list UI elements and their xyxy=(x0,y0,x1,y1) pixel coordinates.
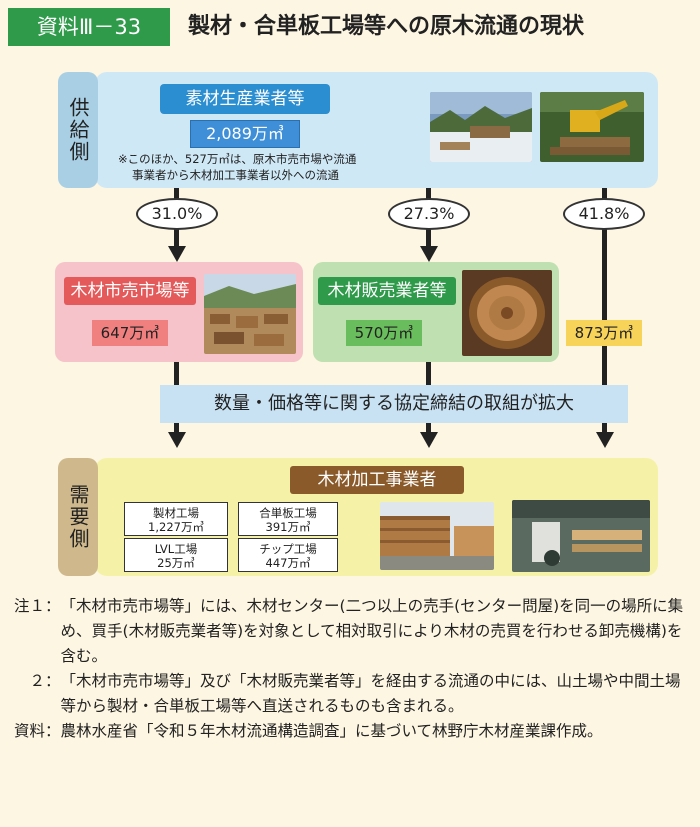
figure-title: 製材・合単板工場等への原木流通の現状 xyxy=(188,14,585,39)
agreement-banner: 数量・価格等に関する協定締結の取組が拡大 xyxy=(160,385,628,423)
arrow-direct xyxy=(602,188,607,433)
arrowhead-dealer-to-demand xyxy=(420,432,438,448)
log-crosssection-photo xyxy=(462,270,552,356)
note-2: ２： 「木材市売市場等」及び「木材販売業者等」を経由する流通の中には、山土場や中… xyxy=(14,672,681,715)
market-value: 647万㎥ xyxy=(92,320,168,346)
dealer-label: 木材販売業者等 xyxy=(318,277,456,305)
harvester-photo xyxy=(540,92,644,162)
arrowhead-to-dealer xyxy=(420,246,438,262)
sawmill-box: 製材工場 1,227万㎥ xyxy=(124,502,228,536)
demand-label: 木材加工事業者 xyxy=(290,466,464,494)
dealer-value: 570万㎥ xyxy=(346,320,422,346)
arrowhead-market-to-demand xyxy=(168,432,186,448)
lumber-stack-photo xyxy=(380,502,494,570)
figure-tag: 資料Ⅲ－33 xyxy=(8,8,170,46)
direct-value: 873万㎥ xyxy=(566,320,642,346)
pct-market: 31.0% xyxy=(136,198,218,230)
log-market-photo xyxy=(204,274,296,354)
mill-machinery-photo xyxy=(512,500,650,572)
supply-value: 2,089万㎥ xyxy=(190,120,300,148)
pct-dealer: 27.3% xyxy=(388,198,470,230)
note-source: 資料： 農林水産省「令和５年木材流通構造調査」に基づいて林野庁木材産業課作成。 xyxy=(14,722,603,740)
note-1: 注１： 「木材市売市場等」には、木材センター(二つ以上の売手(センター問屋)を同… xyxy=(14,597,684,665)
demand-side-label: 需要側 xyxy=(58,458,98,576)
lvl-box: LVL工場 25万㎥ xyxy=(124,538,228,572)
logging-site-photo xyxy=(430,92,532,162)
arrowhead-to-market xyxy=(168,246,186,262)
pct-direct: 41.8% xyxy=(563,198,645,230)
notes-section: 注１： 「木材市売市場等」には、木材センター(二つ以上の売手(センター問屋)を同… xyxy=(14,594,694,744)
market-label: 木材市売市場等 xyxy=(64,277,196,305)
plywood-box: 合単板工場 391万㎥ xyxy=(238,502,338,536)
supply-note: ※このほか、527万㎥は、原木市売市場や流通 事業者から木材加工事業者以外への流… xyxy=(118,152,357,182)
chip-box: チップ工場 447万㎥ xyxy=(238,538,338,572)
supply-label: 素材生産業者等 xyxy=(160,84,330,114)
supply-side-label: 供給側 xyxy=(58,72,98,188)
arrowhead-direct-to-demand xyxy=(596,432,614,448)
